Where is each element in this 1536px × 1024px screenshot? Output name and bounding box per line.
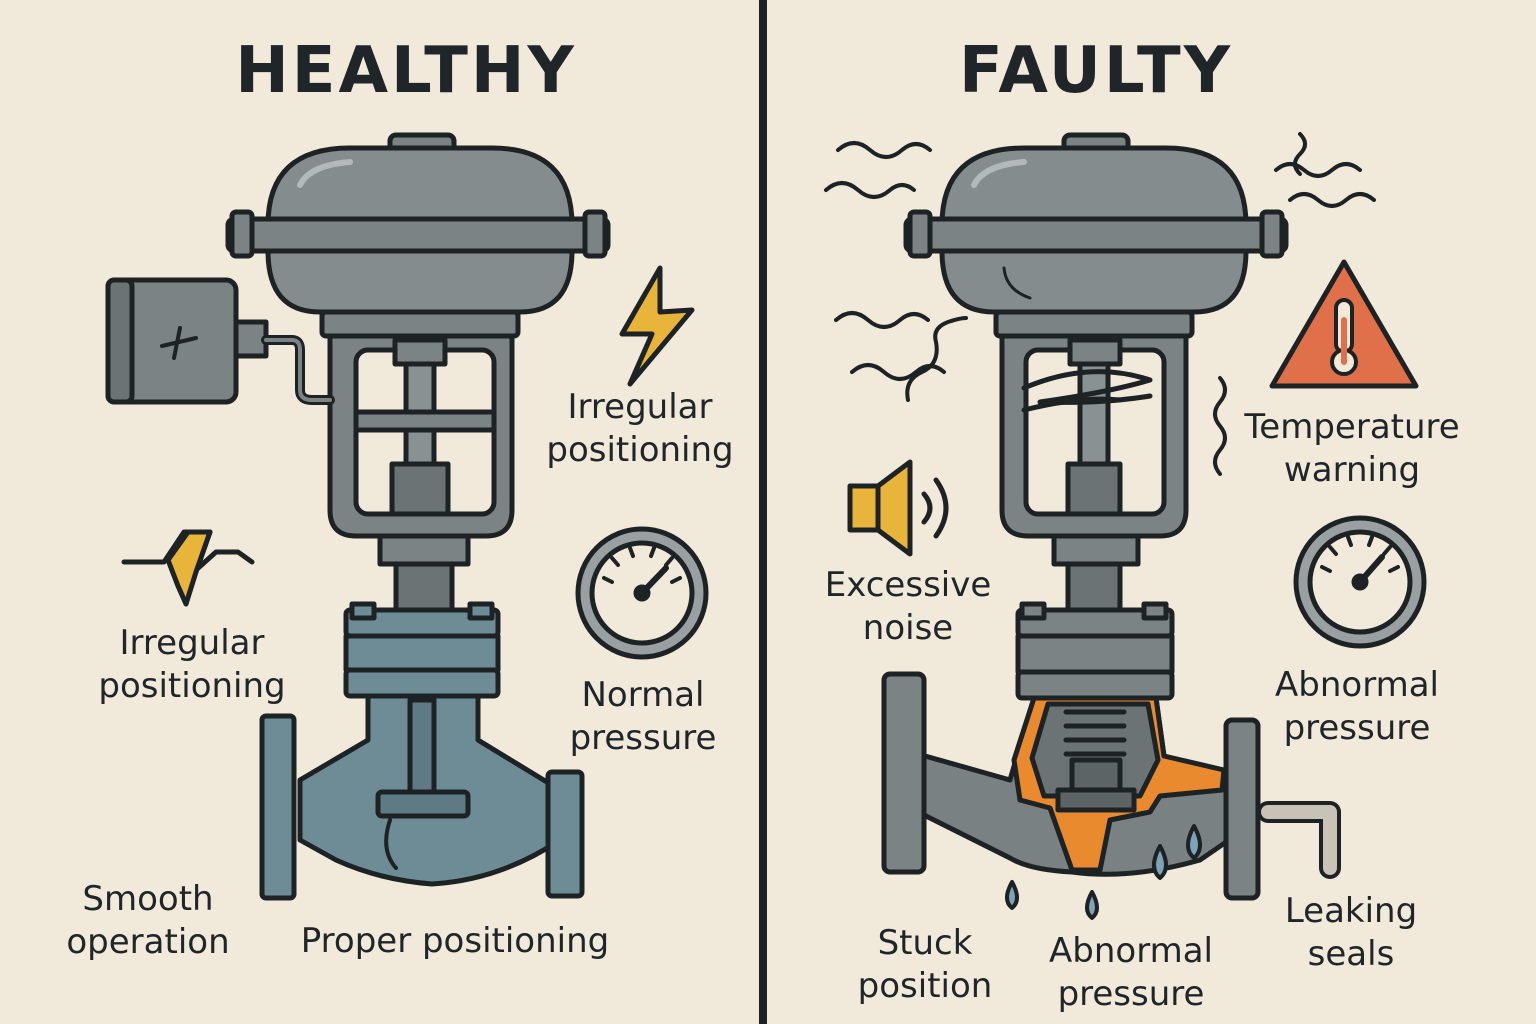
label-irregular-positioning-top: Irregular positioning xyxy=(530,386,750,472)
label-abnormal-pressure-right: Abnormal pressure xyxy=(1262,664,1452,750)
speaker-icon xyxy=(850,462,946,554)
pressure-gauge-icon xyxy=(578,529,706,657)
pressure-gauge-icon xyxy=(1296,518,1424,646)
irregular-signal-icon xyxy=(124,532,252,604)
label-smooth-operation: Smooth operation xyxy=(48,878,248,964)
healthy-valve xyxy=(108,135,608,898)
label-excessive-noise: Excessive noise xyxy=(808,564,1008,650)
label-stuck-position: Stuck position xyxy=(840,922,1010,1008)
lightning-bolt-icon xyxy=(622,268,692,384)
label-irregular-positioning-left: Irregular positioning xyxy=(82,622,302,708)
label-normal-pressure: Normal pressure xyxy=(548,674,738,760)
healthy-title: HEALTHY xyxy=(156,34,656,108)
faulty-title: FAULTY xyxy=(846,34,1346,108)
label-temperature-warning: Temperature warning xyxy=(1232,406,1472,492)
label-leaking-seals: Leaking seals xyxy=(1266,890,1436,976)
temperature-warning-icon xyxy=(1272,262,1416,386)
label-proper-positioning: Proper positioning xyxy=(280,920,630,963)
panel-divider xyxy=(759,0,767,1024)
label-abnormal-pressure-bottom: Abnormal pressure xyxy=(1036,930,1226,1016)
